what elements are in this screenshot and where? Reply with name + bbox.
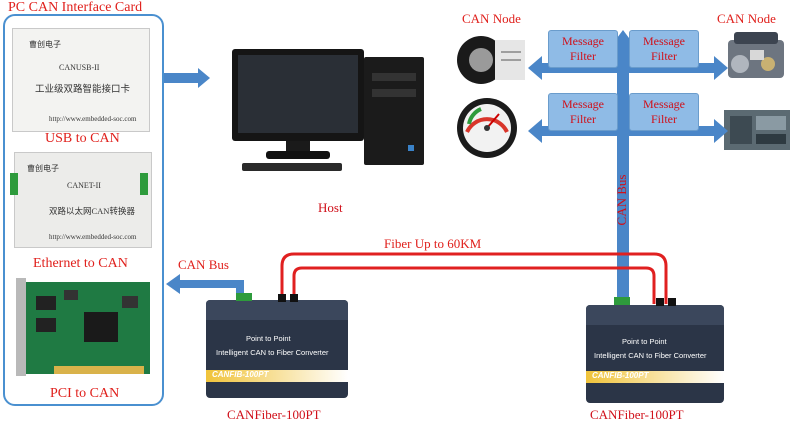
eth-card-terminal: [10, 173, 18, 195]
converter-left-label: CANFiber-100PT: [227, 407, 321, 422]
filter-line2: Filter: [651, 49, 677, 63]
filter-line2: Filter: [651, 112, 677, 126]
converter-right-line2: Intelligent CAN to Fiber Converter: [594, 351, 707, 360]
can-bus-left-arrow: [166, 274, 244, 302]
filter-line2: Filter: [570, 112, 596, 126]
filter-line1: Message: [562, 97, 604, 111]
converter-right-fiber-port-1: [656, 298, 664, 306]
can-node-right-label: CAN Node: [717, 11, 776, 26]
eth-card-desc: 双路以太网CAN转换器: [49, 206, 135, 216]
filter-line1: Message: [643, 97, 685, 111]
converter-left-can-terminal: [236, 293, 252, 301]
usb-to-host-arrow: [164, 68, 210, 88]
ethernet-can-card: 曹创电子 CANET-II 双路以太网CAN转换器 http://www.emb…: [14, 152, 152, 248]
converter-left-model: CANFIB-100PT: [212, 370, 269, 379]
panel-title: PC CAN Interface Card: [8, 0, 143, 15]
host-computer-image: [232, 49, 424, 171]
can-bus-left-label: CAN Bus: [178, 257, 229, 272]
usb-to-can-caption: USB to CAN: [45, 131, 120, 146]
converter-left-fiber-port-1: [278, 294, 286, 302]
converter-right-line1: Point to Point: [622, 337, 667, 346]
fiber-cables: [280, 252, 668, 304]
usb-card-model: CANUSB-II: [59, 63, 100, 72]
can-node-left-label: CAN Node: [462, 11, 521, 26]
usb-card-desc: 工业级双路智能接口卡: [35, 85, 131, 95]
tire-sensor-node-image: [457, 36, 525, 84]
usb-card-url: http://www.embedded-soc.com: [49, 115, 137, 123]
usb-card-brand: 曹创电子: [29, 40, 61, 49]
filter-line1: Message: [643, 34, 685, 48]
converter-right: Point to Point Intelligent CAN to Fiber …: [586, 305, 724, 403]
pci-can-card-image: [16, 278, 150, 376]
pc-can-interface-panel: [3, 14, 164, 406]
plc-node-image: [724, 110, 790, 150]
converter-right-label: CANFiber-100PT: [590, 407, 684, 422]
converter-left-line1: Point to Point: [246, 334, 291, 343]
pci-to-can-caption: PCI to CAN: [50, 386, 120, 401]
eth-card-terminal-right: [140, 173, 148, 195]
eth-card-brand: 曹创电子: [27, 164, 59, 173]
converter-left: Point to Point Intelligent CAN to Fiber …: [206, 300, 348, 398]
converter-right-can-terminal: [614, 297, 630, 305]
filter-line2: Filter: [570, 49, 596, 63]
host-label: Host: [318, 200, 343, 215]
converter-left-line2: Intelligent CAN to Fiber Converter: [216, 348, 329, 357]
engine-node-image: [728, 32, 784, 78]
eth-card-url: http://www.embedded-soc.com: [49, 233, 137, 241]
pressure-gauge-node-image: [457, 98, 517, 158]
eth-card-model: CANET-II: [67, 181, 101, 190]
fiber-label: Fiber Up to 60KM: [384, 236, 482, 251]
converter-left-fiber-port-2: [290, 294, 298, 302]
converter-right-fiber-port-2: [668, 298, 676, 306]
ethernet-to-can-caption: Ethernet to CAN: [33, 256, 128, 271]
converter-right-model: CANFIB-100PT: [592, 371, 649, 380]
can-bus-vertical-label: CAN Bus: [614, 174, 629, 226]
usb-can-card: 曹创电子 CANUSB-II 工业级双路智能接口卡 http://www.emb…: [12, 28, 150, 132]
filter-line1: Message: [562, 34, 604, 48]
